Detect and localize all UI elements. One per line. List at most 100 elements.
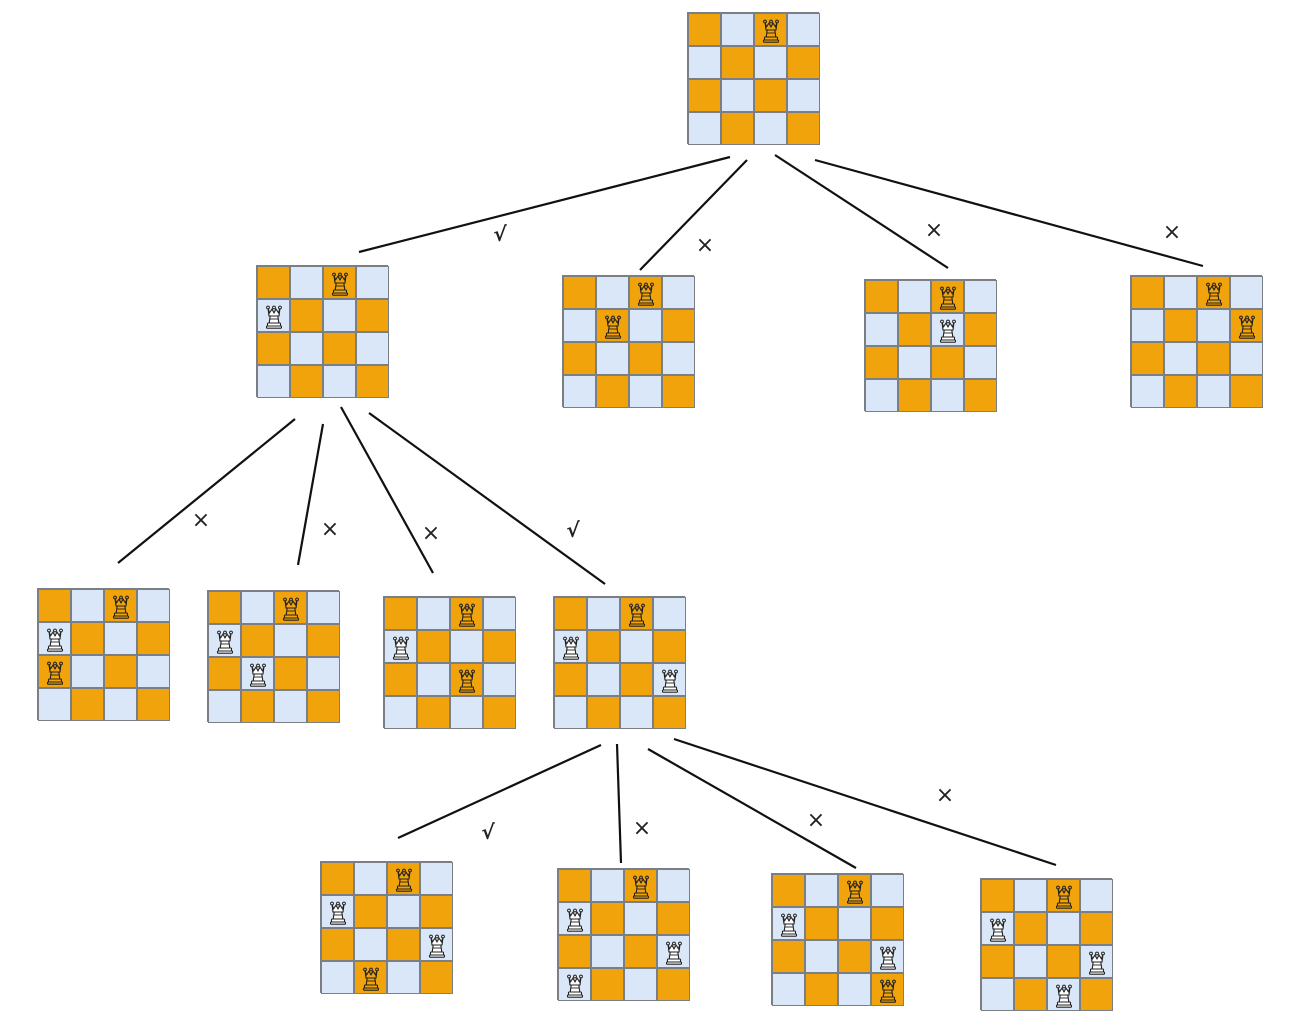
board-square: [629, 342, 662, 375]
board-square: [838, 907, 871, 940]
chess-queen-icon: [46, 661, 63, 685]
board-square: [420, 928, 453, 961]
board-square: [587, 630, 620, 663]
board-square: [754, 112, 787, 145]
board-square: [653, 663, 686, 696]
board-square: [981, 912, 1014, 945]
board-square: [898, 346, 931, 379]
board-square: [1014, 879, 1047, 912]
chessboard-r1-a: [256, 265, 389, 398]
board-square: [591, 935, 624, 968]
board-square: [307, 690, 340, 723]
chess-queen-icon: [1055, 885, 1072, 909]
board-square: [257, 365, 290, 398]
board-square: [865, 313, 898, 346]
board-square: [241, 591, 274, 624]
board-square: [624, 935, 657, 968]
board-square: [208, 624, 241, 657]
board-square: [1197, 375, 1230, 408]
board-square: [483, 630, 516, 663]
board-square: [71, 622, 104, 655]
chess-queen-icon: [1055, 984, 1072, 1008]
board-square: [1080, 912, 1113, 945]
board-square: [354, 895, 387, 928]
board-square: [657, 869, 690, 902]
board-square: [754, 46, 787, 79]
board-square: [104, 622, 137, 655]
chessboard-r2-a: [37, 588, 170, 721]
chess-queen-icon: [780, 913, 797, 937]
board-square: [137, 589, 170, 622]
chess-queen-icon: [265, 305, 282, 329]
chess-queen-icon: [562, 636, 579, 660]
board-square: [772, 907, 805, 940]
board-square: [865, 379, 898, 412]
board-square: [274, 624, 307, 657]
board-square: [931, 346, 964, 379]
board-square: [417, 597, 450, 630]
chess-queen-icon: [458, 603, 475, 627]
board-square: [387, 895, 420, 928]
board-square: [420, 961, 453, 994]
chess-queen-icon: [1205, 282, 1222, 306]
board-square: [657, 935, 690, 968]
board-square: [653, 696, 686, 729]
board-square: [620, 597, 653, 630]
board-square: [1080, 879, 1113, 912]
board-square: [629, 375, 662, 408]
board-square: [321, 928, 354, 961]
board-square: [38, 622, 71, 655]
tree-edge: [296, 423, 325, 566]
tree-edge: [340, 406, 434, 574]
chess-queen-icon: [1088, 951, 1105, 975]
chess-queen-icon: [249, 663, 266, 687]
board-square: [417, 696, 450, 729]
board-square: [208, 657, 241, 690]
chessboard-r1-c: [864, 279, 997, 412]
invalid-cross-mark: ×: [421, 521, 441, 546]
board-square: [721, 112, 754, 145]
invalid-cross-mark: ×: [935, 783, 955, 808]
chess-queen-icon: [628, 603, 645, 627]
chess-queen-icon: [637, 282, 654, 306]
board-square: [208, 690, 241, 723]
board-square: [591, 968, 624, 1001]
board-square: [871, 973, 904, 1006]
board-square: [354, 961, 387, 994]
board-square: [483, 696, 516, 729]
valid-check-mark: √: [481, 820, 495, 844]
board-square: [898, 280, 931, 313]
board-square: [931, 280, 964, 313]
chess-queen-icon: [939, 319, 956, 343]
chess-queen-icon: [604, 315, 621, 339]
board-square: [1047, 945, 1080, 978]
board-square: [323, 266, 356, 299]
chessboard-r3-b: [557, 868, 690, 1001]
board-square: [307, 624, 340, 657]
board-square: [384, 630, 417, 663]
chess-queen-icon: [282, 597, 299, 621]
chessboard-r1-d: [1130, 275, 1263, 408]
chess-queen-icon: [392, 636, 409, 660]
board-square: [1047, 978, 1080, 1011]
board-square: [38, 589, 71, 622]
board-square: [838, 874, 871, 907]
board-square: [38, 688, 71, 721]
invalid-cross-mark: ×: [806, 808, 826, 833]
board-square: [104, 589, 137, 622]
board-square: [772, 874, 805, 907]
chess-queen-icon: [458, 669, 475, 693]
board-square: [657, 902, 690, 935]
board-square: [554, 630, 587, 663]
chess-queen-icon: [939, 286, 956, 310]
board-square: [554, 597, 587, 630]
board-square: [483, 663, 516, 696]
board-square: [241, 690, 274, 723]
board-square: [657, 968, 690, 1001]
board-square: [1080, 978, 1113, 1011]
board-square: [384, 696, 417, 729]
board-square: [787, 46, 820, 79]
board-square: [274, 591, 307, 624]
